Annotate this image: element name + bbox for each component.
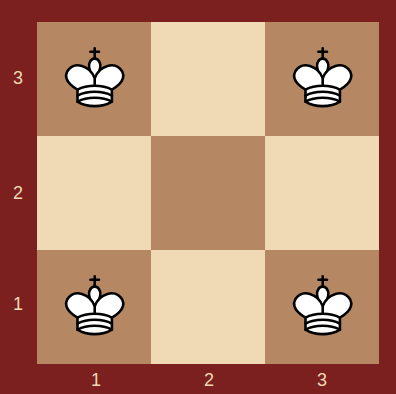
coordinate-slot: 2 <box>13 184 23 202</box>
coordinate-label: 1 <box>13 295 23 313</box>
coordinate-label: 1 <box>91 371 101 389</box>
light-square <box>151 250 265 364</box>
white-king <box>294 48 351 106</box>
coordinate-label: 3 <box>13 69 23 87</box>
coordinate-slot: 1 <box>91 371 101 389</box>
dark-square <box>265 22 379 136</box>
light-square <box>151 22 265 136</box>
coordinate-slot: 2 <box>204 371 214 389</box>
white-king <box>294 276 351 334</box>
dark-square <box>265 250 379 364</box>
dark-square <box>37 250 151 364</box>
dark-square <box>37 22 151 136</box>
coordinate-slot: 3 <box>317 371 327 389</box>
light-square <box>265 136 379 250</box>
white-king <box>66 48 123 106</box>
white-king <box>66 276 123 334</box>
light-square <box>37 136 151 250</box>
coordinate-slot: 3 <box>13 69 23 87</box>
coordinate-label: 2 <box>13 184 23 202</box>
dark-square <box>151 136 265 250</box>
coordinate-slot: 1 <box>13 295 23 313</box>
coordinate-label: 3 <box>317 371 327 389</box>
coordinate-label: 2 <box>204 371 214 389</box>
